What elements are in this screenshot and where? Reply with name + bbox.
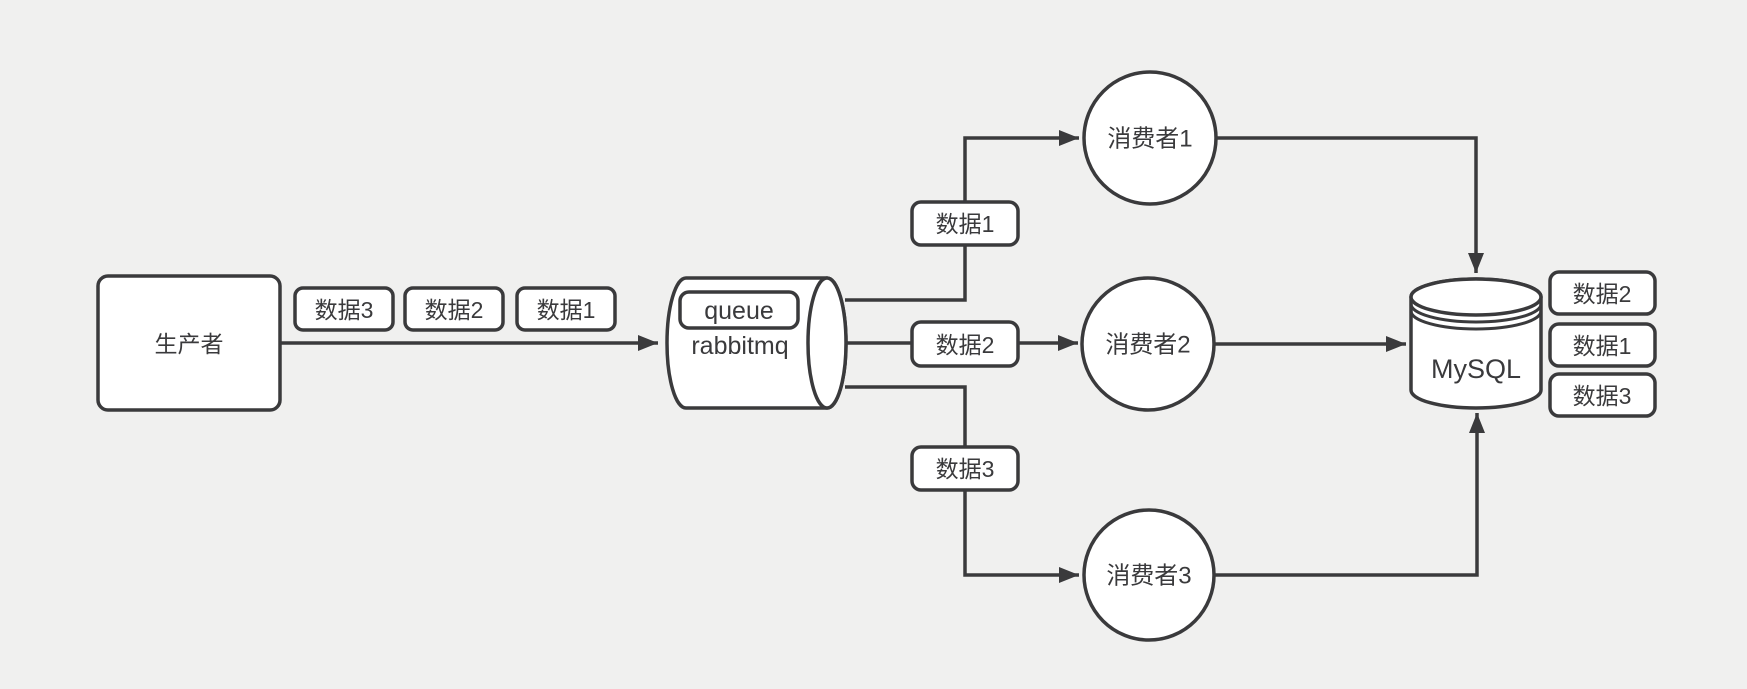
producer-box	[96, 274, 282, 412]
mysql-label: MySQL	[1431, 354, 1521, 384]
message-box	[1548, 270, 1657, 316]
message-label: 数据1	[1573, 333, 1632, 359]
mysql-cylinder-top	[1409, 277, 1543, 317]
consumer-circle	[1082, 70, 1218, 206]
stored-message-2: 数据2	[1548, 270, 1657, 316]
mysql-rim-line	[1409, 303, 1543, 324]
pending-message-3: 数据3	[293, 286, 395, 332]
message-box	[1548, 322, 1657, 368]
consumer-label: 消费者2	[1105, 332, 1190, 359]
producer-node: 生产者	[96, 274, 282, 412]
branch-message-1: 数据1	[910, 200, 1020, 247]
consumer-1-node: 消费者1	[1082, 70, 1218, 206]
message-box	[293, 286, 395, 332]
pending-message-1: 数据1	[515, 286, 617, 332]
mysql-rim-line	[1409, 310, 1543, 331]
message-label: 数据2	[936, 332, 995, 358]
consumer-3-node: 消费者3	[1082, 508, 1216, 642]
message-label: 数据1	[537, 297, 596, 323]
message-label: 数据2	[425, 297, 484, 323]
consumer-2-node: 消费者2	[1080, 276, 1216, 412]
consumer-circle	[1082, 508, 1216, 642]
consumer-label: 消费者3	[1106, 563, 1191, 590]
message-box	[403, 286, 505, 332]
message-box	[1548, 372, 1657, 418]
queue-label-box	[678, 290, 800, 330]
message-box	[910, 320, 1020, 368]
producer-label: 生产者	[155, 331, 224, 357]
consumer-circle	[1080, 276, 1216, 412]
message-label: 数据1	[936, 211, 995, 237]
message-label: 数据3	[1573, 383, 1632, 409]
queue-label: queue	[704, 297, 774, 325]
consumer-label: 消费者1	[1107, 126, 1192, 153]
message-box	[515, 286, 617, 332]
queue-node: queue rabbitmq	[665, 276, 848, 410]
branch-message-3: 数据3	[910, 445, 1020, 492]
message-label: 数据2	[1573, 281, 1632, 307]
message-label: 数据3	[315, 297, 374, 323]
stored-message-3: 数据3	[1548, 372, 1657, 418]
arrow-consumer3-to-mysql	[1213, 413, 1485, 577]
rabbitmq-label: rabbitmq	[691, 332, 788, 360]
branch-message-2: 数据2	[910, 320, 1020, 368]
mysql-database-node: MySQL	[1409, 277, 1543, 410]
stored-message-1: 数据1	[1548, 322, 1657, 368]
message-label: 数据3	[936, 456, 995, 482]
queue-cylinder-face	[806, 276, 848, 410]
arrow-consumer1-to-mysql	[1216, 136, 1484, 273]
pending-message-2: 数据2	[403, 286, 505, 332]
message-box	[910, 200, 1020, 247]
message-box	[910, 445, 1020, 492]
